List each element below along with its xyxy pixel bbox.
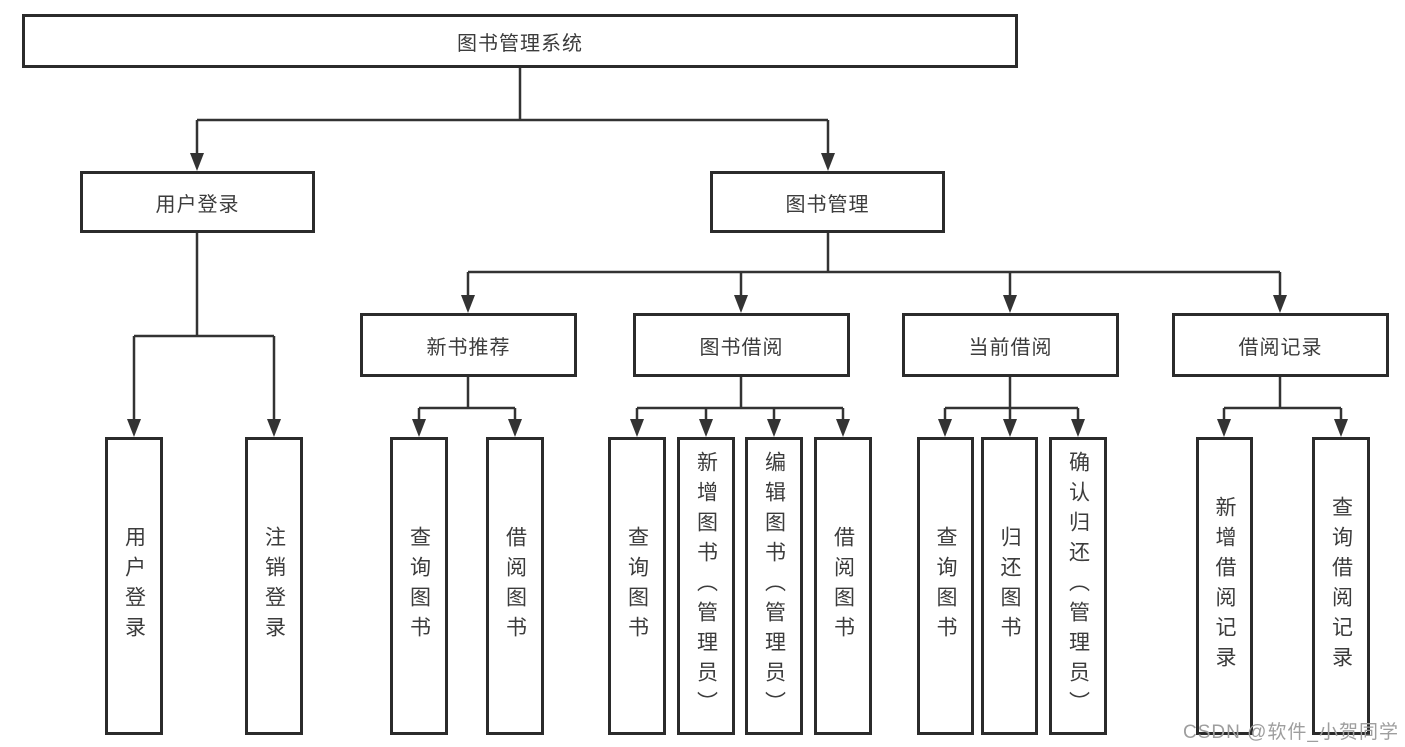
leaf-confirm-return-admin: 确认归还（管理员） bbox=[1049, 437, 1107, 735]
arrowhead-icon bbox=[767, 419, 781, 437]
arrowhead-icon bbox=[190, 153, 204, 171]
node-label: 用户登录 bbox=[122, 526, 146, 646]
arrowhead-icon bbox=[461, 295, 475, 313]
leaf-edit-books-admin: 编辑图书（管理员） bbox=[745, 437, 803, 735]
node-label: 借阅图书 bbox=[831, 526, 855, 646]
node-label: 编辑图书（管理员） bbox=[762, 451, 786, 721]
node-user-login: 用户登录 bbox=[80, 171, 315, 233]
node-label: 图书管理 bbox=[785, 193, 870, 216]
node-current-borrow: 当前借阅 bbox=[902, 313, 1119, 377]
watermark: CSDN @软件_小贺同学 bbox=[1183, 722, 1399, 743]
node-label: 确认归还（管理员） bbox=[1066, 451, 1090, 721]
node-book-management: 图书管理 bbox=[710, 171, 945, 233]
arrowhead-icon bbox=[1071, 419, 1085, 437]
node-book-borrow: 图书借阅 bbox=[633, 313, 850, 377]
leaf-query-books-recommend: 查询图书 bbox=[390, 437, 448, 735]
leaf-add-books-admin: 新增图书（管理员） bbox=[677, 437, 735, 735]
leaf-query-borrow-record: 查询借阅记录 bbox=[1312, 437, 1370, 735]
connector-borrow-to-leaves bbox=[630, 377, 850, 437]
connector-records-to-leaves bbox=[1217, 377, 1348, 437]
arrowhead-icon bbox=[630, 419, 644, 437]
leaf-query-books-borrow: 查询图书 bbox=[608, 437, 666, 735]
node-label: 查询图书 bbox=[934, 526, 957, 646]
arrowhead-icon bbox=[508, 419, 522, 437]
connector-newbooks-to-leaves bbox=[412, 377, 522, 437]
leaf-logout: 注销登录 bbox=[245, 437, 303, 735]
connector-bookmgmt-to-level3 bbox=[461, 233, 1287, 313]
connector-root-to-level2 bbox=[190, 68, 835, 171]
node-label: 归还图书 bbox=[998, 526, 1021, 646]
node-label: 新增借阅记录 bbox=[1213, 496, 1236, 676]
node-label: 图书管理系统 bbox=[457, 32, 583, 55]
node-new-book-recommend: 新书推荐 bbox=[360, 313, 577, 377]
leaf-return-books: 归还图书 bbox=[981, 437, 1038, 735]
node-label: 新增图书（管理员） bbox=[694, 451, 718, 721]
leaf-borrow-books-recommend: 借阅图书 bbox=[486, 437, 544, 735]
leaf-borrow-books: 借阅图书 bbox=[814, 437, 872, 735]
leaf-user-login: 用户登录 bbox=[105, 437, 163, 735]
leaf-query-books-current: 查询图书 bbox=[917, 437, 974, 735]
node-label: 图书借阅 bbox=[699, 336, 784, 359]
connector-current-to-leaves bbox=[938, 377, 1085, 437]
arrowhead-icon bbox=[412, 419, 426, 437]
node-label: 查询图书 bbox=[625, 526, 649, 646]
arrowhead-icon bbox=[938, 419, 952, 437]
arrowhead-icon bbox=[127, 419, 141, 437]
arrowhead-icon bbox=[699, 419, 713, 437]
arrowhead-icon bbox=[1273, 295, 1287, 313]
arrowhead-icon bbox=[267, 419, 281, 437]
arrowhead-icon bbox=[1003, 295, 1017, 313]
arrowhead-icon bbox=[821, 153, 835, 171]
node-label: 当前借阅 bbox=[968, 336, 1053, 359]
node-borrow-records: 借阅记录 bbox=[1172, 313, 1389, 377]
node-label: 注销登录 bbox=[262, 526, 286, 646]
node-label: 借阅记录 bbox=[1238, 336, 1323, 359]
node-label: 新书推荐 bbox=[426, 336, 511, 359]
node-label: 用户登录 bbox=[155, 193, 240, 216]
arrowhead-icon bbox=[1003, 419, 1017, 437]
arrowhead-icon bbox=[836, 419, 850, 437]
node-label: 查询借阅记录 bbox=[1329, 496, 1353, 676]
connector-userlogin-to-leaves bbox=[127, 233, 281, 437]
leaf-add-borrow-record: 新增借阅记录 bbox=[1196, 437, 1253, 735]
arrowhead-icon bbox=[1334, 419, 1348, 437]
node-label: 借阅图书 bbox=[503, 526, 527, 646]
node-system-root: 图书管理系统 bbox=[22, 14, 1018, 68]
arrowhead-icon bbox=[1217, 419, 1231, 437]
arrowhead-icon bbox=[734, 295, 748, 313]
node-label: 查询图书 bbox=[407, 526, 431, 646]
